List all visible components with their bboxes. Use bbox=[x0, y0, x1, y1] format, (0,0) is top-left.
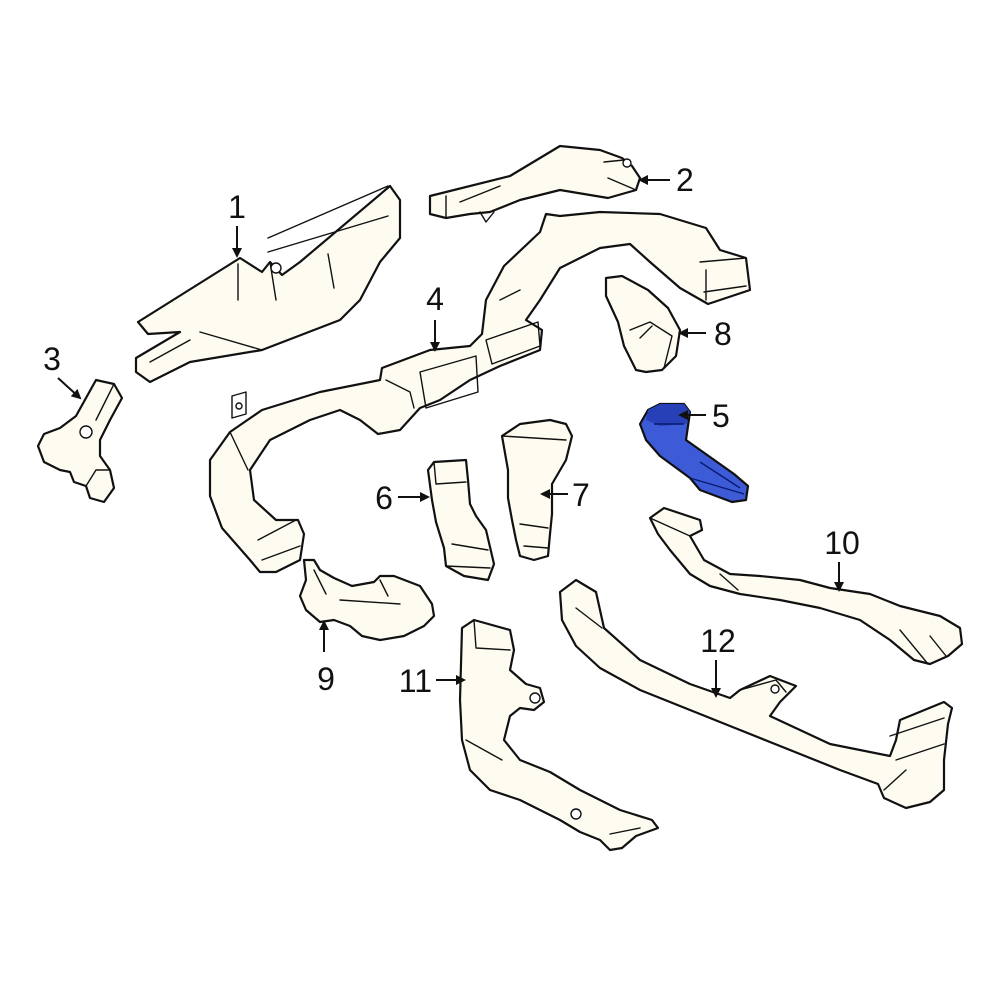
callout-10: 10 bbox=[824, 525, 860, 561]
callout-6: 6 bbox=[375, 480, 393, 516]
part-4-main-duct[interactable] bbox=[208, 210, 752, 574]
part-8-outlet-duct[interactable] bbox=[604, 274, 682, 374]
callout-1: 1 bbox=[228, 189, 246, 225]
part-5-highlighted-duct[interactable] bbox=[638, 402, 750, 504]
callout-3: 3 bbox=[43, 341, 61, 377]
callout-11: 11 bbox=[399, 663, 432, 699]
callout-4: 4 bbox=[426, 281, 444, 317]
callout-5: 5 bbox=[712, 398, 730, 434]
callout-12: 12 bbox=[700, 623, 736, 659]
leader-lines bbox=[57, 175, 844, 698]
part-3-elbow-duct[interactable] bbox=[36, 378, 124, 504]
part-10-long-duct[interactable] bbox=[648, 506, 964, 666]
part-11-lower-duct[interactable] bbox=[458, 618, 660, 852]
part-7-vertical-duct[interactable] bbox=[500, 418, 574, 562]
leader-3 bbox=[57, 377, 82, 400]
callout-9: 9 bbox=[317, 661, 335, 697]
part-12-lower-duct[interactable] bbox=[558, 578, 954, 810]
part-2-vent-duct[interactable] bbox=[428, 144, 642, 223]
part-9-bracket[interactable] bbox=[298, 558, 436, 642]
callout-8: 8 bbox=[714, 316, 732, 352]
callout-7: 7 bbox=[572, 477, 590, 513]
part-1-vent-duct[interactable] bbox=[134, 184, 402, 384]
callout-labels: 1 2 3 4 5 6 7 8 9 10 11 12 bbox=[43, 162, 860, 699]
callout-2: 2 bbox=[676, 162, 694, 198]
part-6-small-duct[interactable] bbox=[426, 458, 496, 582]
